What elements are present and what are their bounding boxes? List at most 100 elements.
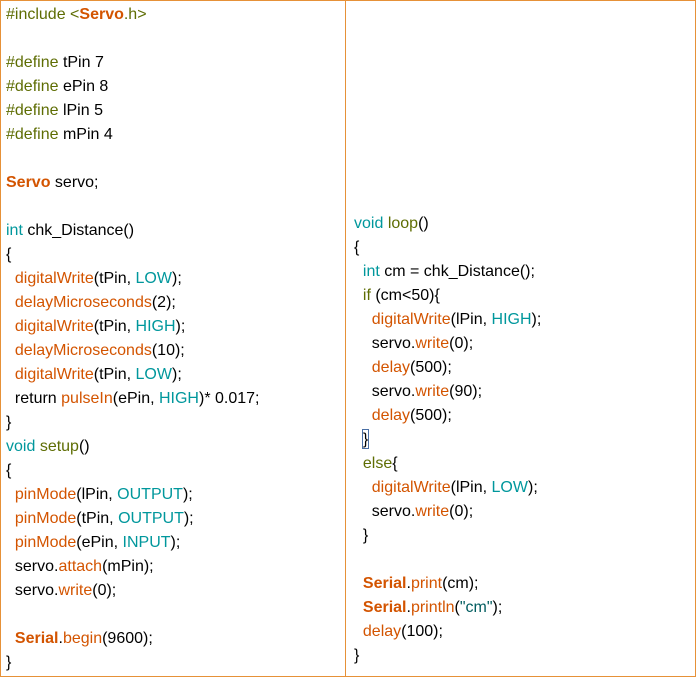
code-token: #define xyxy=(6,126,63,143)
code-token: digitalWrite xyxy=(14,318,94,335)
code-token: (0); xyxy=(449,503,474,520)
code-token: (tPin, xyxy=(93,270,136,287)
code-token: #define xyxy=(6,54,63,71)
code-token: } xyxy=(6,414,12,431)
code-line: delay(500); xyxy=(354,406,452,425)
code-line: #define lPin 5 xyxy=(6,101,103,120)
code-token: write xyxy=(415,383,450,400)
code-token: delay xyxy=(362,623,402,640)
code-token: digitalWrite xyxy=(371,311,451,328)
code-token: (tPin, xyxy=(93,366,136,383)
code-line: int cm = chk_Distance(); xyxy=(354,262,535,281)
code-token: ); xyxy=(492,599,503,616)
code-line: delayMicroseconds(10); xyxy=(6,341,185,360)
code-line: delay(500); xyxy=(354,358,452,377)
code-token: ); xyxy=(183,510,194,527)
code-token xyxy=(6,366,15,383)
code-token: #define xyxy=(6,102,63,119)
code-token: (tPin, xyxy=(93,318,136,335)
code-token: delay xyxy=(371,407,411,424)
code-token: ); xyxy=(171,366,182,383)
code-token: (0); xyxy=(449,335,474,352)
code-line: } xyxy=(354,526,368,545)
code-token: HIGH xyxy=(491,311,532,328)
code-line: } xyxy=(6,653,11,672)
code-token: () xyxy=(78,438,90,455)
code-token: (cm); xyxy=(442,575,479,592)
code-token: lPin 5 xyxy=(62,102,103,119)
code-token: (cm<50){ xyxy=(370,287,440,304)
code-line: servo.write(0); xyxy=(6,581,116,600)
code-line: delay(100); xyxy=(354,622,443,641)
code-token: loop xyxy=(387,215,419,232)
code-line: } xyxy=(6,413,11,432)
code-token: pulseIn xyxy=(61,390,113,407)
code-line: { xyxy=(6,245,11,264)
code-token: (ePin, xyxy=(76,534,123,551)
code-token xyxy=(6,270,15,287)
code-line: servo.attach(mPin); xyxy=(6,557,154,576)
code-token: servo. xyxy=(354,503,416,520)
code-token: write xyxy=(415,503,450,520)
code-token: LOW xyxy=(135,366,172,383)
code-line: Servo servo; xyxy=(6,173,98,192)
code-token xyxy=(354,599,363,616)
code-token: mPin 4 xyxy=(62,126,113,143)
code-token xyxy=(354,623,363,640)
code-line: digitalWrite(tPin, LOW); xyxy=(6,269,182,288)
code-token xyxy=(6,510,15,527)
code-line: #define tPin 7 xyxy=(6,53,104,72)
code-token: write xyxy=(58,582,93,599)
code-token: } xyxy=(354,527,369,544)
code-token xyxy=(354,455,363,472)
code-token: println xyxy=(410,599,455,616)
code-token: { xyxy=(6,246,12,263)
code-line: else{ xyxy=(354,454,398,473)
code-token: digitalWrite xyxy=(371,479,451,496)
code-token: int xyxy=(362,263,380,280)
code-panel-right[interactable]: void loop(){ int cm = chk_Distance(); if… xyxy=(346,0,696,677)
code-line: digitalWrite(tPin, HIGH); xyxy=(6,317,185,336)
code-token xyxy=(6,294,15,311)
code-token xyxy=(354,311,372,328)
code-token: ); xyxy=(170,534,181,551)
text-cursor xyxy=(362,429,369,449)
code-token: servo. xyxy=(6,558,59,575)
code-token xyxy=(354,287,363,304)
code-token: ePin 8 xyxy=(62,78,109,95)
code-token: (lPin, xyxy=(450,311,492,328)
code-token: pinMode xyxy=(14,510,77,527)
code-token: delayMicroseconds xyxy=(14,342,152,359)
code-token: ); xyxy=(171,270,182,287)
code-token: Serial xyxy=(14,630,59,647)
code-token: (lPin, xyxy=(76,486,118,503)
code-token xyxy=(6,534,15,551)
code-token: } xyxy=(6,654,12,671)
code-token: else xyxy=(362,455,393,472)
code-token: (500); xyxy=(410,407,452,424)
code-line: } xyxy=(354,646,359,665)
code-token: (9600); xyxy=(102,630,153,647)
code-token: () xyxy=(418,215,429,232)
code-line: digitalWrite(lPin, LOW); xyxy=(354,478,538,497)
code-token: OUTPUT xyxy=(118,510,184,527)
code-line: void setup() xyxy=(6,437,90,456)
code-line: servo.write(90); xyxy=(354,382,482,401)
code-line: servo.write(0); xyxy=(354,334,473,353)
code-token: . xyxy=(406,599,411,616)
code-line: pinMode(tPin, OUTPUT); xyxy=(6,509,194,528)
code-token: delayMicroseconds xyxy=(14,294,152,311)
code-panel-left[interactable]: #include <Servo.h>#define tPin 7#define … xyxy=(0,0,346,677)
code-token: (500); xyxy=(410,359,452,376)
code-token xyxy=(354,263,363,280)
code-token: ); xyxy=(531,311,542,328)
code-token: ); xyxy=(175,318,186,335)
code-line: Serial.begin(9600); xyxy=(6,629,153,648)
code-line: Serial.println("cm"); xyxy=(354,598,502,617)
code-line: } xyxy=(354,430,368,449)
code-token: digitalWrite xyxy=(14,366,94,383)
code-token: servo. xyxy=(354,383,416,400)
code-token: #include < xyxy=(6,6,80,23)
code-token xyxy=(6,318,15,335)
code-token: Serial xyxy=(362,575,407,592)
